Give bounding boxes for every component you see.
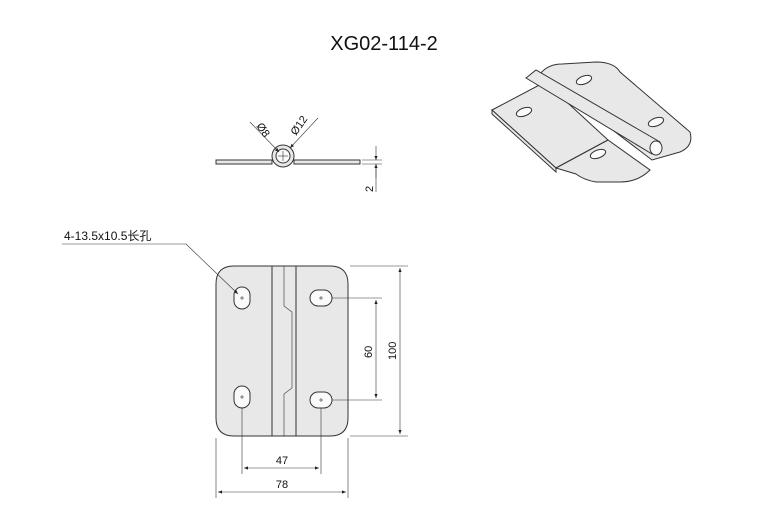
- iso-leaf-right: [539, 61, 692, 161]
- dia-pin-label: Ø8: [254, 121, 272, 140]
- dia-knuckle-leader: [289, 117, 319, 149]
- side-leaf-left: [215, 159, 273, 165]
- side-leaf-right: [293, 159, 361, 165]
- thickness-label: 2: [364, 186, 376, 192]
- iso-knuckle: [525, 69, 661, 155]
- front-leaf-right: [295, 265, 349, 437]
- front-view: 4-13.5x10.5长孔 60 100 47 78: [62, 229, 408, 498]
- isometric-view: [491, 61, 692, 183]
- dim-height: 100: [387, 342, 399, 360]
- dia-knuckle-label: Ø12: [289, 114, 311, 138]
- dia-pin-leader: [249, 121, 280, 153]
- hole-note: 4-13.5x10.5长孔: [64, 229, 151, 243]
- dim-width: 78: [276, 479, 288, 491]
- dim-hole-horizontal: 47: [276, 455, 288, 467]
- dim-hole-vertical: 60: [363, 346, 375, 358]
- side-view: Ø8 Ø12 2: [215, 114, 382, 192]
- drawing-title: XG02-114-2: [330, 33, 437, 55]
